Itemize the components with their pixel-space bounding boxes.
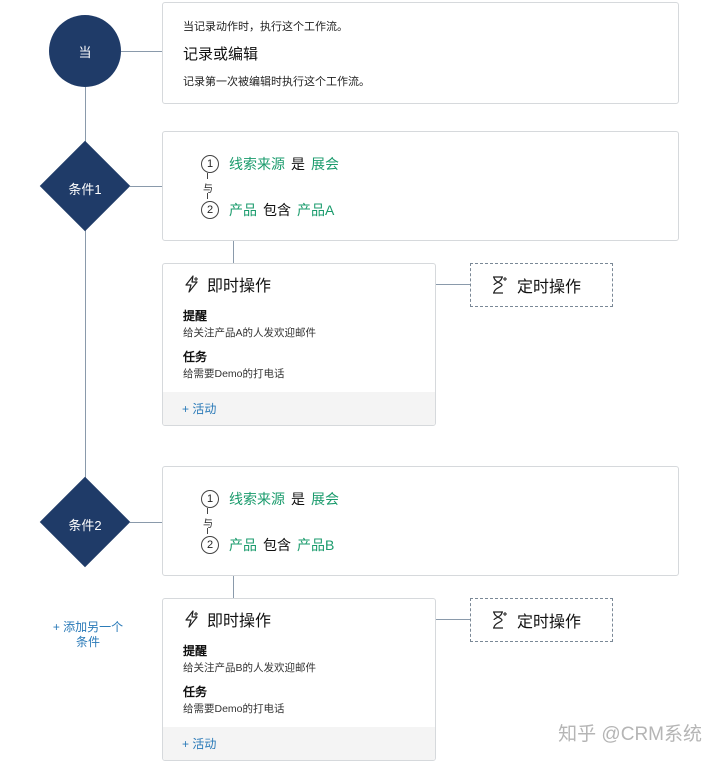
criteria-field: 线索来源 [229,491,285,507]
trigger-description: 记录第一次被编辑时执行这个工作流。 [183,76,370,88]
add-activity-button[interactable]: + 活动 [163,392,435,425]
condition2-instant-actions-card[interactable]: 即时操作 提醒 给关注产品B的人发欢迎邮件 任务 给需要Demo的打电话 + 活… [162,598,436,761]
criteria-operator: 是 [291,491,305,507]
flow-connector-line [85,87,86,522]
action-title: 任务 [183,350,208,364]
criteria-operator: 包含 [263,202,291,218]
and-label: 与 [203,184,213,195]
criteria-field: 线索来源 [229,156,285,172]
scheduled-actions-title: 定时操作 [517,614,582,631]
instant-actions-title: 即时操作 [207,278,272,295]
and-connector-tick [207,193,208,199]
condition2-label: 条件2 [68,518,102,533]
add-condition-line1: + 添加另一个 [52,620,124,634]
criteria-field: 产品 [229,202,257,218]
action-title: 提醒 [183,644,208,658]
criteria-row[interactable]: 1 线索来源 是 展会 [201,489,339,509]
criteria-number: 2 [201,536,219,554]
action-description: 给需要Demo的打电话 [183,703,285,715]
and-connector-tick [207,508,208,514]
instant-to-scheduled-line-2 [436,619,470,620]
trigger-title: 记录或编辑 [183,46,259,63]
instant-actions-header: 即时操作 [183,272,271,296]
condition1-criteria-card[interactable]: 1 线索来源 是 展会 与 2 产品 包含 产品A [162,131,679,241]
trigger-node-label: 当 [78,44,92,60]
criteria-operator: 包含 [263,537,291,553]
condition1-instant-actions-card[interactable]: 即时操作 提醒 给关注产品A的人发欢迎邮件 任务 给需要Demo的打电话 + 活… [162,263,436,426]
criteria2-to-action-line [233,576,234,599]
criteria-value: 展会 [311,491,339,507]
action-description: 给需要Demo的打电话 [183,368,285,380]
criteria-value: 展会 [311,156,339,172]
criteria-value: 产品A [297,202,335,218]
criteria-number: 2 [201,201,219,219]
criteria1-to-action-line [233,241,234,264]
action-title: 提醒 [183,309,208,323]
trigger-card[interactable]: 当记录动作时，执行这个工作流。 记录或编辑 记录第一次被编辑时执行这个工作流。 [162,2,679,104]
criteria-value: 产品B [297,537,335,553]
criteria-row[interactable]: 1 线索来源 是 展会 [201,154,339,174]
add-activity-button[interactable]: + 活动 [163,727,435,760]
condition2-scheduled-actions-card[interactable]: 定时操作 [470,598,613,642]
criteria-number: 1 [201,155,219,173]
lightning-icon [185,610,198,628]
trigger-connector-line [121,51,163,52]
and-connector-tick [207,528,208,534]
condition1-scheduled-actions-card[interactable]: 定时操作 [470,263,613,307]
condition2-criteria-card[interactable]: 1 线索来源 是 展会 与 2 产品 包含 产品B [162,466,679,576]
lightning-icon [185,275,198,293]
action-description: 给关注产品A的人发欢迎邮件 [183,327,317,339]
criteria-number: 1 [201,490,219,508]
instant-to-scheduled-line-1 [436,284,470,285]
hourglass-icon [493,611,507,629]
condition2-connector-line [130,522,163,523]
scheduled-actions-title: 定时操作 [517,279,582,296]
hourglass-icon [493,276,507,294]
watermark: 知乎 @CRM系统 [558,724,702,745]
action-description: 给关注产品B的人发欢迎邮件 [183,662,317,674]
criteria-operator: 是 [291,156,305,172]
and-connector-tick [207,173,208,179]
action-title: 任务 [183,685,208,699]
instant-actions-title: 即时操作 [207,613,272,630]
criteria-row[interactable]: 2 产品 包含 产品B [201,535,334,555]
condition1-connector-line [130,186,163,187]
criteria-row[interactable]: 2 产品 包含 产品A [201,200,334,220]
criteria-field: 产品 [229,537,257,553]
and-label: 与 [203,519,213,530]
add-condition-link[interactable]: + 添加另一个 条件 [50,620,126,650]
instant-actions-header: 即时操作 [183,607,271,631]
add-condition-line2: 条件 [75,635,100,649]
trigger-node[interactable]: 当 [49,15,121,87]
condition1-label: 条件1 [68,182,102,197]
trigger-subtitle: 当记录动作时，执行这个工作流。 [183,21,348,33]
